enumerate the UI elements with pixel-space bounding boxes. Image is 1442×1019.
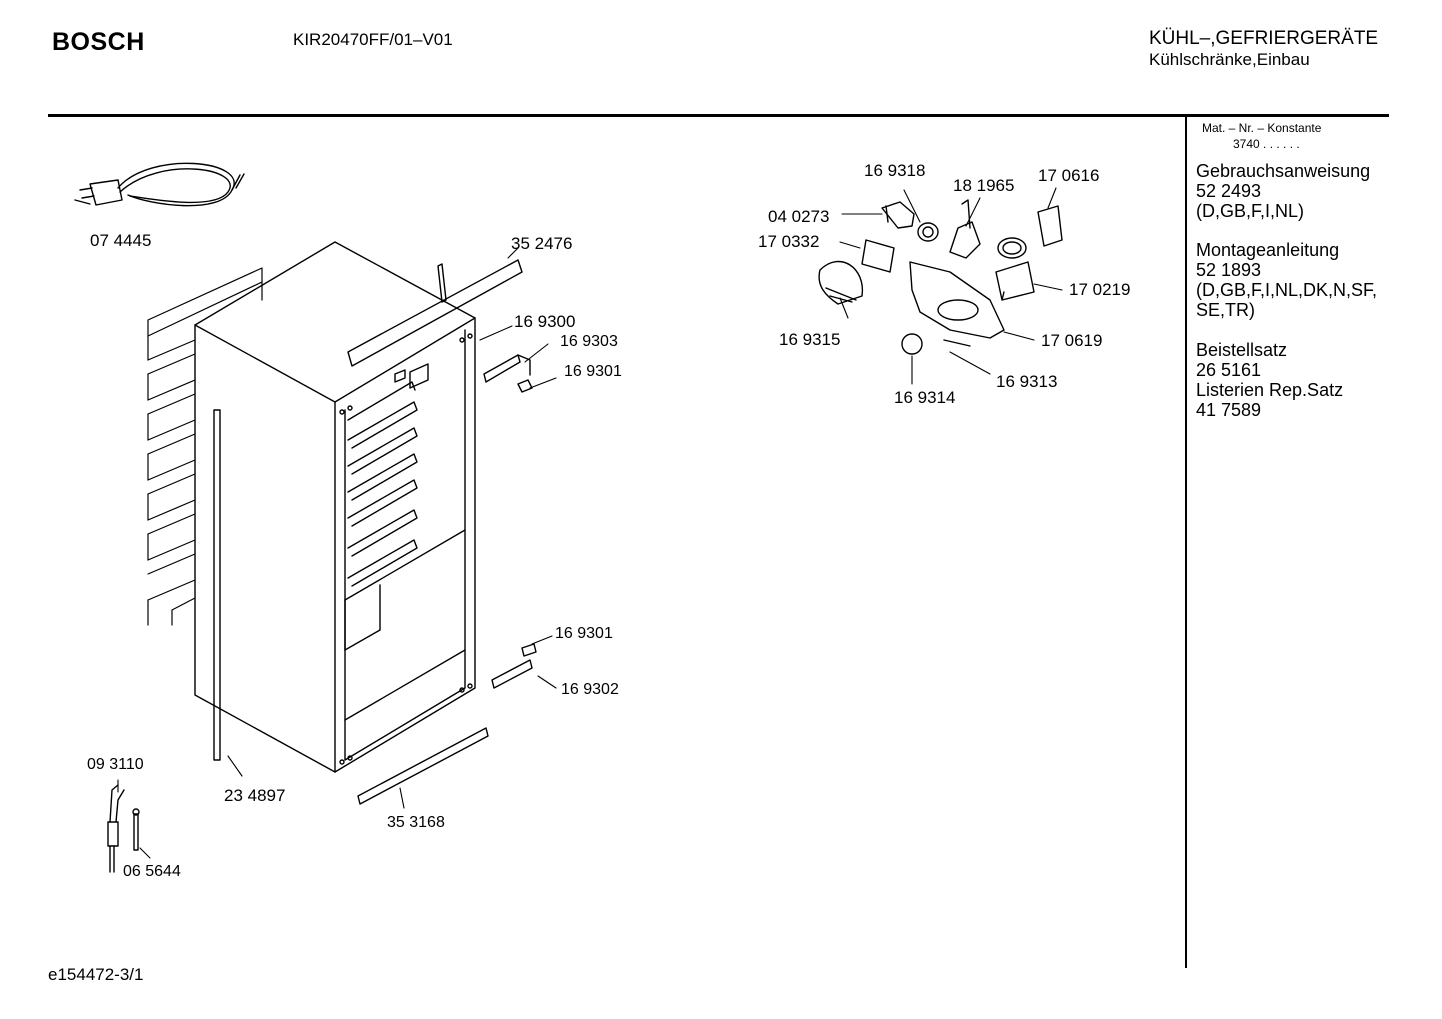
- part-label: 09 3110: [87, 756, 144, 773]
- part-label: 16 9313: [996, 372, 1058, 391]
- header-divider: [48, 114, 1389, 117]
- sidebar-line: (D,GB,F,I,NL): [1196, 201, 1305, 221]
- part-label: 35 2476: [511, 234, 573, 253]
- material-number-value: 3740 . . . . . .: [1233, 137, 1300, 151]
- bottom-parts: [107, 727, 489, 873]
- sidebar-line: Listerien Rep.Satz: [1196, 380, 1344, 400]
- part-label: 17 0619: [1041, 331, 1103, 350]
- light-assembly: [818, 199, 1063, 355]
- part-label: 16 9303: [560, 333, 618, 350]
- sidebar-line: 52 2493: [1196, 181, 1262, 201]
- part-label: 17 0332: [758, 232, 820, 251]
- part-label: 06 5644: [123, 863, 181, 880]
- part-label: 16 9302: [561, 681, 619, 698]
- brand-logo: BOSCH: [52, 28, 145, 56]
- condenser: [147, 267, 263, 626]
- part-label: 17 0616: [1038, 166, 1100, 185]
- category-subtitle: Kühlschränke,Einbau: [1149, 50, 1310, 69]
- category-title: KÜHL–,GEFRIERGERÄTE: [1149, 28, 1379, 49]
- sidebar-line: 41 7589: [1196, 400, 1262, 420]
- sidebar-line: Montageanleitung: [1196, 240, 1340, 260]
- part-label: 04 0273: [768, 207, 830, 226]
- part-label: 16 9301: [555, 625, 613, 642]
- sidebar-line: 52 1893: [1196, 260, 1262, 280]
- exploded-view-drawing: [74, 162, 1063, 873]
- part-label: 18 1965: [953, 176, 1015, 195]
- material-number-label: Mat. – Nr. – Konstante: [1202, 121, 1322, 135]
- part-label: 16 9300: [514, 312, 576, 331]
- part-label: 17 0219: [1069, 280, 1131, 299]
- sidebar-line: Beistellsatz: [1196, 340, 1288, 360]
- part-label: 35 3168: [387, 814, 445, 831]
- sidebar-line: SE,TR): [1196, 300, 1256, 320]
- sidebar-line: (D,GB,F,I,NL,DK,N,SF,: [1196, 280, 1378, 300]
- power-cord: [74, 162, 245, 207]
- part-label: 16 9301: [564, 363, 622, 380]
- cabinet-body: [194, 241, 476, 773]
- part-label: 16 9318: [864, 161, 926, 180]
- sidebar-line: 26 5161: [1196, 360, 1262, 380]
- sidebar-line: Gebrauchsanweisung: [1196, 161, 1371, 181]
- part-label: 23 4897: [224, 786, 286, 805]
- part-label: 16 9315: [779, 330, 841, 349]
- leader-lines-right: [839, 187, 1063, 385]
- part-label: 07 4445: [90, 231, 152, 250]
- drawing-code: e154472-3/1: [48, 965, 144, 984]
- sidebar-divider: [1185, 116, 1187, 968]
- hinge-parts: [483, 354, 537, 689]
- part-label: 16 9314: [894, 388, 956, 407]
- top-bracket: [347, 259, 523, 389]
- model-number: KIR20470FF/01–V01: [293, 30, 453, 49]
- leader-lines: [117, 247, 557, 859]
